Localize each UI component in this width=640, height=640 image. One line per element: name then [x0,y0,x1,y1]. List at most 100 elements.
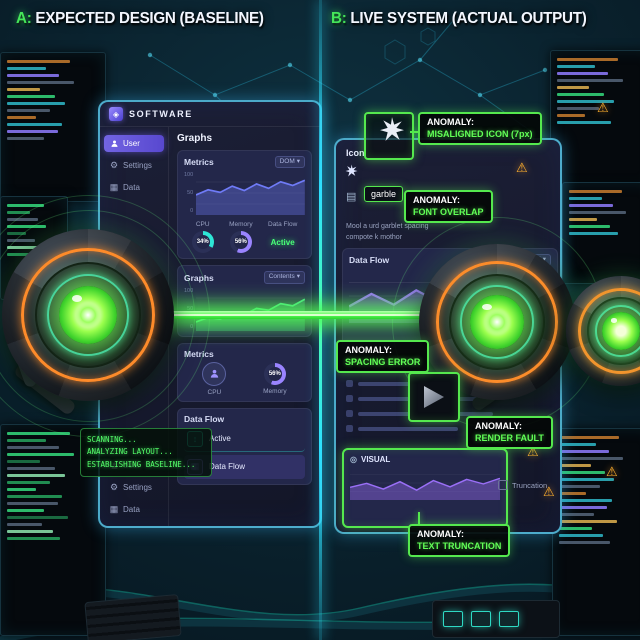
code-line [569,204,614,207]
sidebar-footer-settings[interactable]: ⚙ Settings [104,479,164,496]
console-indicator [499,611,519,627]
code-line [559,450,610,453]
list-item [346,425,508,432]
code-line [559,527,593,530]
code-line [569,232,619,235]
user-icon [202,361,227,386]
metric-label: Memory [263,387,287,395]
code-line [7,102,65,105]
code-line [7,109,51,112]
orb-orange-ring [578,288,640,374]
code-line [557,65,595,68]
metric-label: CPU [207,388,222,396]
title-text: EXPECTED DESIGN (BASELINE) [35,10,264,27]
code-line [559,499,612,502]
code-line [7,204,44,207]
code-line [7,453,75,456]
user-icon [109,139,119,148]
truncated-label: Truncation [512,480,548,490]
app-brand: SOFTWARE [129,109,193,119]
truncated-text-row: Truncation [498,480,554,490]
stat-memory: Memory 56% [229,221,253,254]
scan-log: SCANNING... ANALYZING LAYOUT... ESTABLIS… [80,428,212,478]
stat-label: Memory [229,221,253,229]
cpu-gauge: 34% [191,231,214,254]
code-line [7,488,36,491]
code-line [7,211,30,214]
title-text: LIVE SYSTEM (ACTUAL OUTPUT) [350,10,587,27]
callout-connector [410,131,418,133]
sidebar-item-label: Settings [123,161,152,170]
code-line [559,485,601,488]
code-line [7,137,44,140]
orb-orange-ring [436,261,558,383]
code-line [7,516,68,519]
grid-icon: ▦ [109,504,119,514]
code-line [7,439,46,442]
sidebar-item-user[interactable]: User [104,135,164,152]
code-line [559,506,608,509]
code-line [7,60,70,63]
metrics-area-chart [196,179,305,216]
anomaly-detail: SPACING ERROR [345,356,421,367]
code-line [7,537,61,540]
code-line [557,93,604,96]
code-line [569,197,602,200]
graphs-dropdown[interactable]: Contents ▾ [263,271,305,284]
beam-burst-left [75,302,101,328]
sidebar-item-settings[interactable]: ⚙ Settings [104,157,164,174]
callout-connector [418,512,420,526]
chevron-down-icon: ▾ [296,158,300,165]
orb-teal-ring [46,273,130,357]
anomaly-callout-spacing-error: ANOMALY: SPACING ERROR [336,340,430,374]
code-line [7,432,70,435]
bullet-icon [346,380,353,387]
card-title: Metrics [184,157,214,168]
graphs-heading: Graphs [177,133,213,144]
visual-card: ◎ VISUAL [342,448,508,528]
anomaly-label: ANOMALY: [413,195,460,205]
software-logo-icon: ◈ [109,107,123,121]
scanner-orb-left [2,229,174,401]
console-indicator [443,611,463,627]
bullet-icon [346,395,353,402]
warning-icon: ⚠ [597,100,609,115]
code-line [559,478,615,481]
garbled-paragraph: Mool a urd garblet spacing compote k mot… [346,223,429,241]
beam-burst-right [484,309,510,335]
metrics-dropdown[interactable]: DOM ▾ [274,156,305,169]
code-line [557,107,600,110]
code-line [569,211,626,214]
gauge-value: 34% [196,239,209,246]
keyboard [84,593,182,640]
anomaly-label: ANOMALY: [417,529,464,539]
bullet-icon [346,425,353,432]
scan-log-line: SCANNING... [87,435,137,444]
anomaly-detail: FONT OVERLAP [413,206,484,217]
code-line [7,130,58,133]
code-line [7,509,44,512]
sidebar-footer-data[interactable]: ▦ Data [104,501,164,518]
code-line [557,121,611,124]
code-line [7,446,60,449]
code-line [7,481,51,484]
stat-cpu: CPU 34% [191,221,214,254]
app-topbar: ◈ SOFTWARE [100,102,320,127]
code-line [557,79,623,82]
misaligned-icon-highlight-box [364,112,414,160]
list-icon: ▤ [346,191,357,203]
orb-lens [602,312,640,350]
glitch-star-icon [345,164,358,182]
code-line [7,530,53,533]
code-line [7,95,55,98]
stat-label: CPU [195,221,210,229]
sidebar-item-label: Settings [123,483,152,492]
sidebar-item-data[interactable]: ▦ Data [104,179,164,196]
stat-dataflow: Data Flow Active [268,221,297,253]
chevron-down-icon: ▾ [296,273,300,281]
card-title: Data Flow [184,413,225,424]
code-line [569,218,598,221]
code-line [7,502,58,505]
